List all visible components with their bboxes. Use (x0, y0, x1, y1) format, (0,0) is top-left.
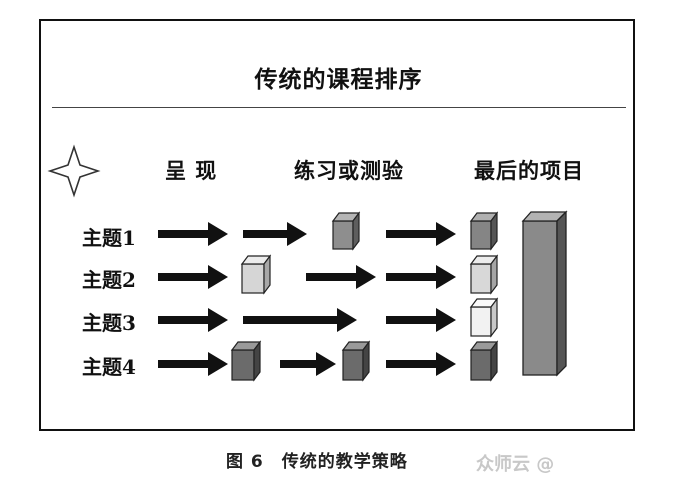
topic-label-1: 主题1 (82, 226, 136, 250)
figure-caption: 图 6 传统的教学策略 (226, 447, 408, 472)
right-arrow-icon (158, 352, 228, 376)
diagram-title: 传统的课程排序 (254, 66, 423, 93)
right-arrow-icon (306, 265, 376, 289)
right-arrow-icon (386, 352, 456, 376)
right-arrow-icon (158, 265, 228, 289)
right-arrow-icon (158, 222, 228, 246)
cube-block-icon (469, 340, 499, 382)
cube-block-icon (331, 211, 361, 251)
cube-block-icon (469, 254, 499, 295)
right-arrow-icon (386, 222, 456, 246)
figure-caption-text: 传统的教学策略 (281, 452, 408, 472)
right-arrow-icon (243, 308, 357, 332)
figure-number: 图 6 (226, 452, 264, 472)
cube-block-icon (240, 254, 272, 295)
header-final: 最后的项目 (474, 158, 584, 183)
cube-block-icon (469, 211, 499, 251)
cube-block-icon (469, 297, 499, 338)
right-arrow-icon (280, 352, 336, 376)
right-arrow-icon (158, 308, 228, 332)
right-arrow-icon (243, 222, 307, 246)
cube-block-icon (341, 340, 371, 382)
title-divider (52, 107, 626, 108)
right-arrow-icon (386, 308, 456, 332)
header-practice: 练习或测验 (294, 158, 404, 183)
watermark: 众师云 @ (476, 454, 555, 475)
right-arrow-icon (386, 265, 456, 289)
topic-label-3: 主题3 (82, 311, 136, 335)
cube-block-icon (230, 340, 262, 382)
tall-column-block-icon (521, 210, 568, 377)
four-point-star-icon (47, 144, 101, 198)
topic-label-4: 主题4 (82, 355, 136, 379)
header-present: 呈 现 (165, 158, 218, 183)
topic-label-2: 主题2 (82, 268, 136, 292)
